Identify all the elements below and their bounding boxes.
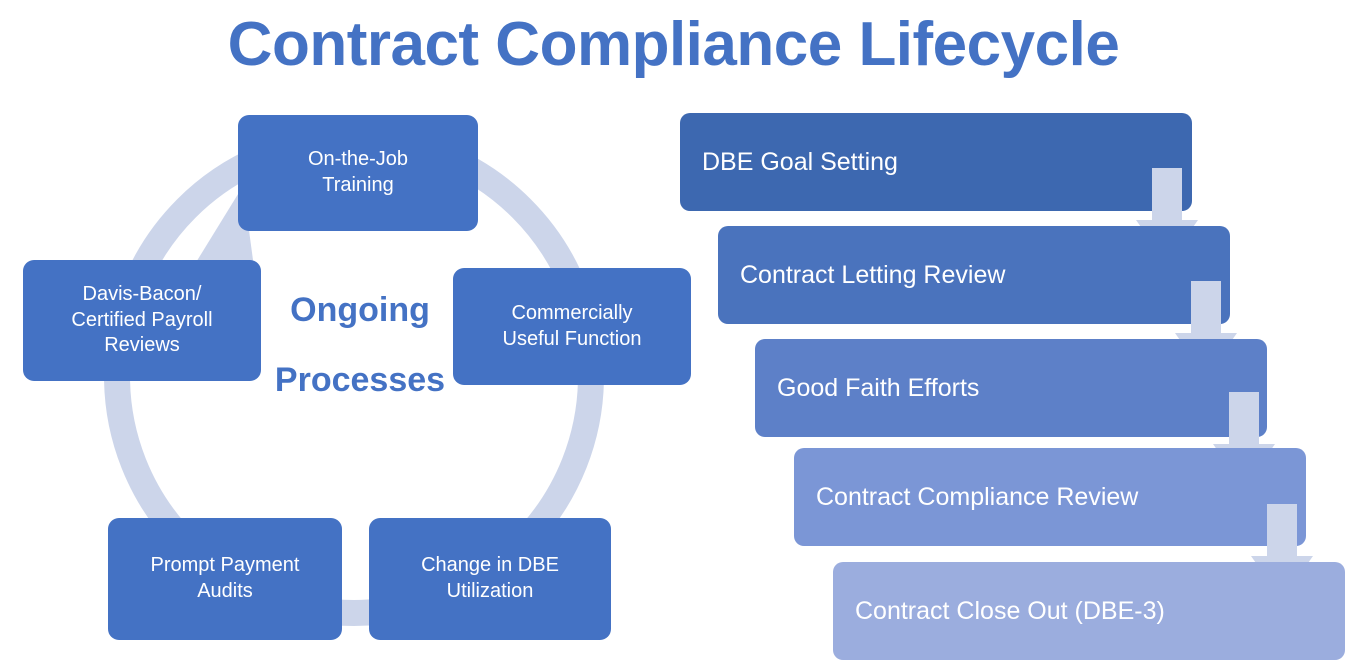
cycle-node-label-line2: Utilization	[446, 580, 534, 602]
cycle-node-davis-bacon-certified-payroll-reviews[interactable]: Davis-Bacon/ Certified Payroll Reviews	[23, 260, 261, 381]
cycle-node-label-line2: Audits	[197, 580, 253, 602]
cycle-node-label-line2: Certified Payroll	[71, 308, 213, 331]
flow-step-contract-compliance-review[interactable]: Contract Compliance Review	[794, 448, 1306, 546]
page-title: Contract Compliance Lifecycle	[227, 10, 1120, 79]
cycle-center-label-line1: Ongoing	[290, 291, 430, 329]
cycle-node-label-line1: Commercially	[511, 301, 633, 324]
cycle-node-commercially-useful-function[interactable]: Commercially Useful Function	[453, 268, 691, 385]
cycle-node-prompt-payment-audits[interactable]: Prompt Payment Audits	[108, 518, 342, 640]
flow-step-contract-close-out[interactable]: Contract Close Out (DBE-3)	[833, 562, 1345, 660]
cycle-center-label-line2: Processes	[274, 361, 446, 399]
flow-step-label: Contract Compliance Review	[816, 482, 1139, 511]
cycle-center-label: Ongoing Processes	[250, 293, 470, 397]
ongoing-processes-cycle-diagram: On-the-Job Training Commercially Useful …	[0, 100, 691, 657]
cycle-node-label-line2: Training	[322, 174, 394, 196]
cycle-node-label-line1: Davis-Bacon/	[82, 283, 202, 306]
flow-step-label: DBE Goal Setting	[702, 147, 898, 176]
flow-step-label: Good Faith Efforts	[777, 373, 980, 402]
cycle-node-label-line3: Reviews	[104, 334, 180, 357]
flow-step-dbe-goal-setting[interactable]: DBE Goal Setting	[680, 113, 1192, 211]
cycle-node-label-line1: Prompt Payment	[150, 554, 300, 577]
flow-step-contract-letting-review[interactable]: Contract Letting Review	[718, 226, 1230, 324]
flow-step-label: Contract Letting Review	[740, 260, 1006, 289]
cycle-node-label-line1: On-the-Job	[307, 148, 409, 171]
cycle-node-label-line1: Change in DBE	[421, 554, 559, 577]
cycle-node-label-line2: Useful Function	[502, 327, 642, 350]
flow-step-label: Contract Close Out (DBE-3)	[855, 596, 1165, 625]
cycle-node-on-the-job-training[interactable]: On-the-Job Training	[238, 115, 478, 231]
cycle-node-change-in-dbe-utilization[interactable]: Change in DBE Utilization	[369, 518, 611, 640]
contract-lifecycle-flow-diagram: DBE Goal Setting Contract Letting Review…	[670, 100, 1347, 660]
flow-step-good-faith-efforts[interactable]: Good Faith Efforts	[755, 339, 1267, 437]
